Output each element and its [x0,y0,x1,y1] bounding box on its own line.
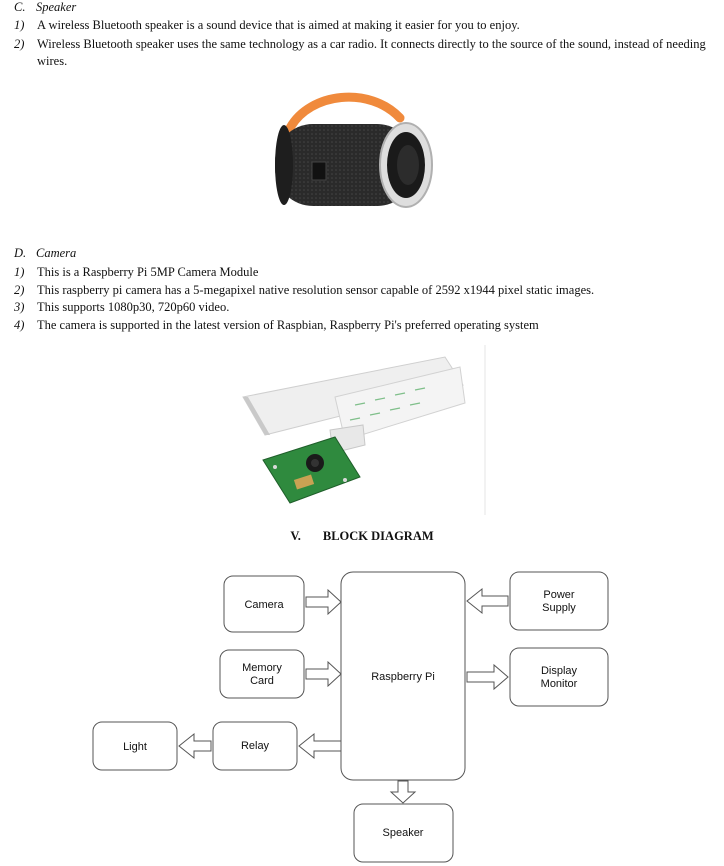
speaker-image [275,92,433,208]
block-label: Light [123,741,147,753]
block-speaker: Speaker [353,803,454,863]
arrow-power-to-pi [466,587,509,615]
list-item: 1) This is a Raspberry Pi 5MP Camera Mod… [14,264,714,281]
section-heading-camera: D. Camera [14,246,76,261]
list-text: Wireless Bluetooth speaker uses the same… [37,37,706,68]
block-relay: Relay [212,721,298,771]
arrow-camera-to-pi [305,588,342,616]
list-text: A wireless Bluetooth speaker is a sound … [37,18,520,32]
list-number: 1) [14,18,25,32]
section-title: Camera [36,246,77,260]
arrow-memory-to-pi [305,660,342,688]
list-text: This supports 1080p30, 720p60 video. [37,300,230,314]
section-title: Speaker [36,0,77,14]
list-number: 4) [14,318,25,332]
block-diagram: Camera Memory Card Raspberry Pi Power Su… [92,571,609,863]
list-number: 3) [14,300,25,314]
list-item: 1) A wireless Bluetooth speaker is a sou… [14,17,714,34]
list-text: The camera is supported in the latest ve… [37,318,539,332]
section-letter: C. [14,0,26,14]
block-raspberry-pi: Raspberry Pi [340,571,466,781]
camera-module-image [242,345,486,515]
list-number: 2) [14,283,25,297]
block-label: Power [543,589,575,601]
section-roman-numeral: V. [290,529,301,543]
block-memory-card: Memory Card [219,649,305,699]
arrow-pi-to-relay [298,732,342,760]
block-label: Card [250,675,274,687]
block-label: Camera [244,599,284,611]
arrow-pi-to-display [466,663,509,691]
section-heading-speaker: C. Speaker [14,0,76,15]
block-power-supply: Power Supply [509,571,609,631]
section-letter: D. [14,246,27,260]
arrow-relay-to-light [178,732,212,760]
list-text: This is a Raspberry Pi 5MP Camera Module [37,265,259,279]
list-number: 2) [14,37,25,51]
block-label: Relay [241,740,270,752]
block-light: Light [92,721,178,771]
list-number: 1) [14,265,25,279]
block-label: Memory [242,662,282,674]
block-label: Raspberry Pi [371,671,435,683]
list-text: This raspberry pi camera has a 5-megapix… [37,283,595,297]
list-item: 3) This supports 1080p30, 720p60 video. [14,299,714,316]
block-camera: Camera [223,575,305,633]
block-label: Speaker [383,827,424,839]
arrow-pi-to-speaker [389,780,417,804]
section-heading-block-diagram: V. BLOCK DIAGRAM [0,529,724,544]
block-label: Monitor [541,678,578,690]
block-label: Display [541,665,578,677]
list-item: 2) This raspberry pi camera has a 5-mega… [14,282,714,299]
section-title: BLOCK DIAGRAM [322,529,434,543]
block-display-monitor: Display Monitor [509,647,609,707]
list-item: 4) The camera is supported in the latest… [14,317,714,334]
block-label: Supply [542,602,576,614]
list-item: 2) Wireless Bluetooth speaker uses the s… [14,36,714,70]
